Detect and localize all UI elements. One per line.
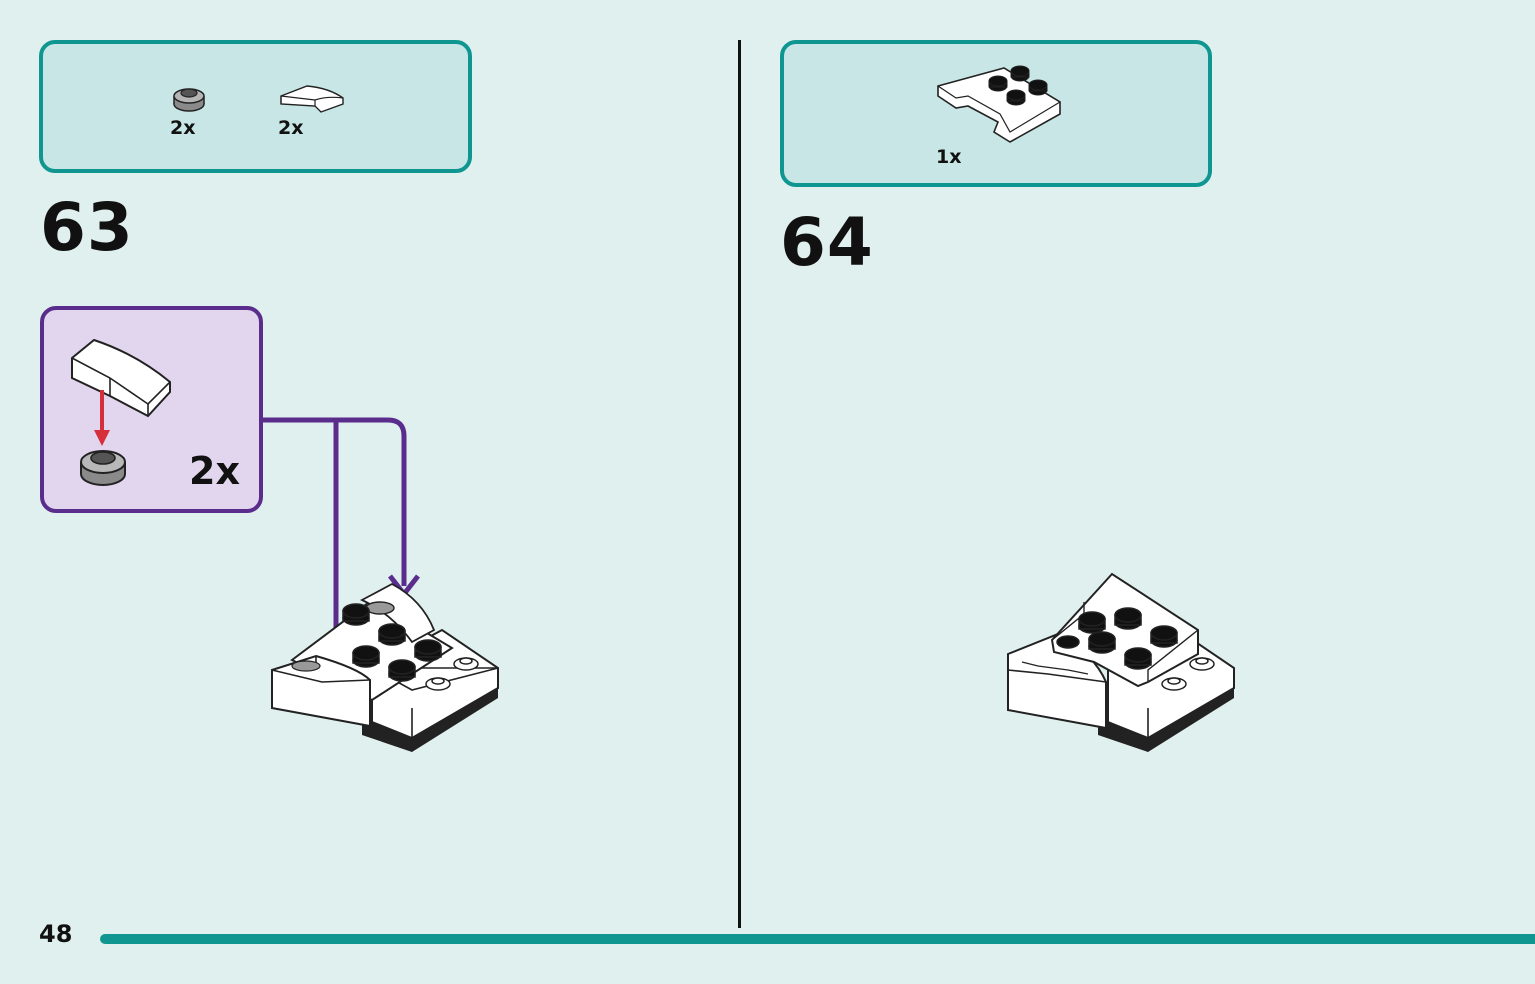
part-qty-curved-slope: 2x: [278, 117, 304, 139]
footer-bar: [100, 934, 1535, 944]
model-step-63: [271, 582, 499, 752]
parts-box-step-64: 1x: [780, 40, 1212, 187]
curved-slope-white-icon: [71, 338, 171, 418]
parts-box-step-63: 2x 2x: [39, 40, 472, 173]
round-plate-1x1-gray-icon: [80, 450, 126, 486]
round-plate-1x1-gray-icon: [173, 88, 205, 112]
part-qty-round-plate: 2x: [170, 117, 196, 139]
page-number: 48: [39, 920, 73, 948]
subassembly-callout: 2x: [40, 306, 263, 513]
page-divider: [738, 40, 741, 928]
curved-slope-white-icon: [280, 85, 344, 113]
step-number-63: 63: [40, 189, 134, 266]
model-step-64: [1007, 572, 1235, 752]
step-number-64: 64: [780, 204, 874, 281]
part-qty-wedge-plate: 1x: [936, 146, 962, 168]
red-arrow-icon: [94, 390, 110, 446]
wedge-plate-white-icon: [937, 65, 1061, 143]
subassembly-qty: 2x: [189, 449, 240, 493]
